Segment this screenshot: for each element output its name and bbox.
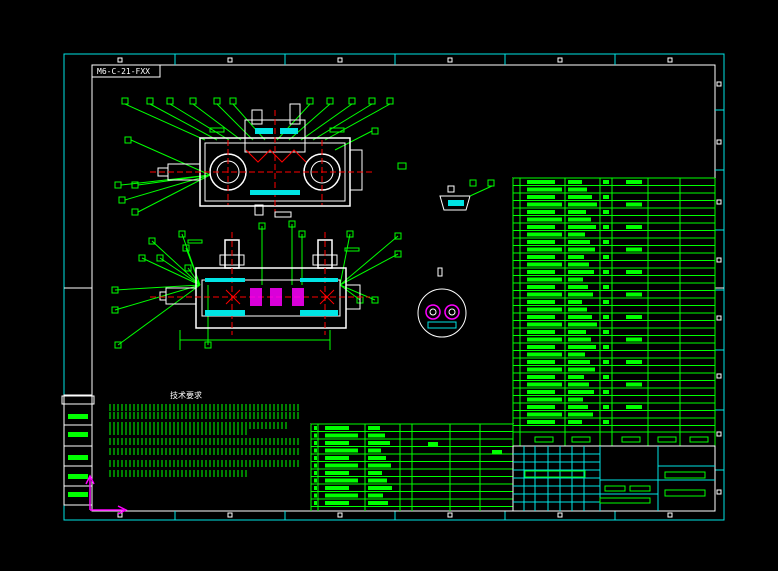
technical-notes: 技术要求: [109, 390, 299, 477]
parts-list-table: [512, 177, 716, 447]
ucs-axis-icon: [85, 474, 128, 515]
drawing-code: M6-C-21-FXX: [97, 67, 150, 76]
gearbox-top-view: [114, 97, 394, 218]
small-detail-part: [397, 162, 495, 211]
side-detail-view: [417, 267, 467, 338]
notes-title: 技术要求: [170, 390, 202, 400]
parts-list-bottom-table: [310, 423, 514, 512]
drawing-code-box: M6-C-21-FXX: [91, 64, 161, 78]
title-block: [512, 445, 716, 512]
left-revision-strip: [61, 394, 95, 506]
gearbox-section-view: [111, 220, 402, 350]
